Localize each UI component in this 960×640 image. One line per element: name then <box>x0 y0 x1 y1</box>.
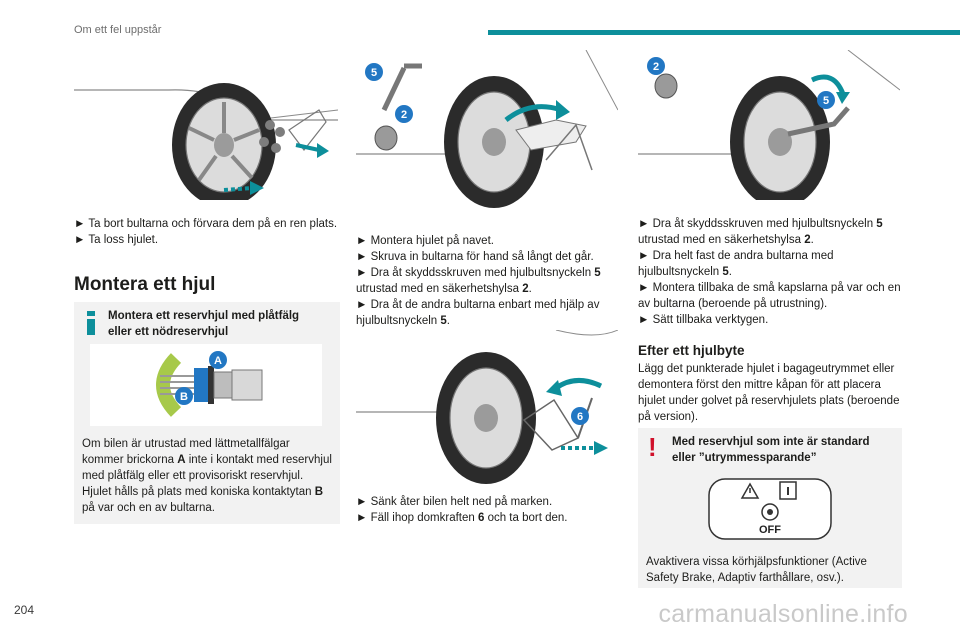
warning-box-text: Avaktivera vissa körhjälpsfunktioner (Ac… <box>646 556 867 584</box>
mount-wheel-illustration: 5 2 <box>356 50 618 208</box>
step-tighten-others: ► Dra åt de andra bultarna enbart med hj… <box>356 299 600 327</box>
warning-icon: ! <box>648 432 657 462</box>
heading-after-wheel-change: Efter ett hjulbyte <box>638 343 745 358</box>
remove-bolts-steps: ► Ta bort bultarna och förvara dem på en… <box>74 216 340 248</box>
step-replace-tools: ► Sätt tillbaka verktygen. <box>638 314 769 326</box>
tighten-bolts-illustration: 2 5 <box>638 50 900 200</box>
fig1-label-2: 2 <box>401 109 407 121</box>
after-change-paragraph: Lägg det punkterade hjulet i bagageutrym… <box>638 363 900 423</box>
lower-steps: ► Sänk åter bilen helt ned på marken. ► … <box>356 494 620 526</box>
fig3-label-2: 2 <box>653 61 659 73</box>
fig3-label-5: 5 <box>823 95 829 107</box>
warning-box-non-standard-spare: ! Med reservhjul som inte är standard el… <box>638 428 902 588</box>
step-mount-hub: ► Montera hjulet på navet. <box>356 235 494 247</box>
off-label: OFF <box>759 524 781 536</box>
info-box-steel-rim: Montera ett reservhjul med plåtfälg elle… <box>74 302 340 524</box>
mount-steps: ► Montera hjulet på navet. ► Skruva in b… <box>356 233 620 329</box>
warning-box-title: Med reservhjul som inte är standard elle… <box>672 436 870 464</box>
info-box-text: Om bilen är utrustad med lättmetallfälga… <box>82 438 332 514</box>
fig2-label-6: 6 <box>577 411 583 423</box>
step-tighten-security-bolt: ► Dra åt skyddsskruven med hjulbultsnyck… <box>638 218 883 246</box>
label-b: B <box>180 391 188 403</box>
bolt-washer-illustration: A B <box>90 344 322 426</box>
driver-assist-button-illustration: OFF <box>708 478 832 540</box>
remove-wheel-illustration <box>74 83 338 200</box>
label-a: A <box>214 355 222 367</box>
tighten-steps: ► Dra åt skyddsskruven med hjulbultsnyck… <box>638 216 902 328</box>
info-icon <box>87 311 95 335</box>
info-box-title: Montera ett reservhjul med plåtfälg elle… <box>108 310 300 338</box>
section-title: Om ett fel uppstår <box>74 24 162 36</box>
step-tighten-security: ► Dra åt skyddsskruven med hjulbultsnyck… <box>356 267 601 295</box>
step-refit-caps: ► Montera tillbaka de små kapslarna på v… <box>638 282 901 310</box>
header-accent-bar <box>488 30 960 35</box>
step-lower-car: ► Sänk åter bilen helt ned på marken. <box>356 496 553 508</box>
step-fully-tighten: ► Dra helt fast de andra bultarna med hj… <box>638 250 834 278</box>
step-screw-bolts: ► Skruva in bultarna för hand så långt d… <box>356 251 594 263</box>
heading-mount-wheel: Montera ett hjul <box>74 274 216 295</box>
step-fold-jack: ► Fäll ihop domkraften 6 och ta bort den… <box>356 512 568 524</box>
page-number: 204 <box>14 603 35 617</box>
fig1-label-5: 5 <box>371 67 377 79</box>
step-remove-wheel: ► Ta loss hjulet. <box>74 234 159 246</box>
watermark: carmanualsonline.info <box>658 600 908 628</box>
lower-car-illustration: 6 <box>356 330 618 484</box>
step-remove-bolts: ► Ta bort bultarna och förvara dem på en… <box>74 218 338 230</box>
